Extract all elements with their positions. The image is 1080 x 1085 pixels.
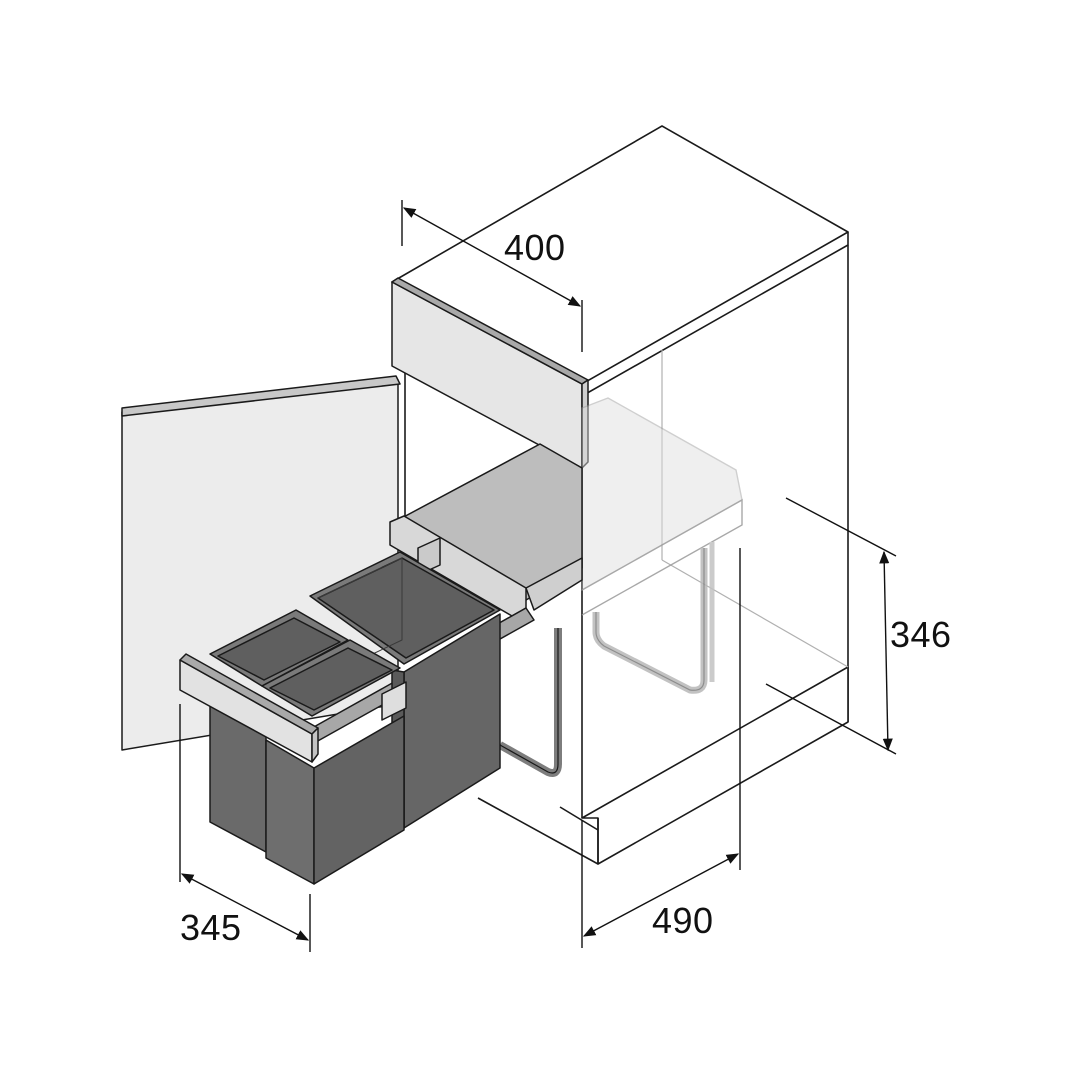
dimension-arrow-icon — [582, 853, 740, 937]
dimension-front-width-label: 345 — [180, 907, 242, 948]
ghost-frame — [581, 397, 743, 694]
front-handle — [179, 653, 407, 763]
bin-small-back — [209, 609, 349, 687]
cabinet-base-line — [477, 797, 599, 865]
dimension-arrow-icon — [180, 873, 310, 941]
bin-bodies — [209, 705, 405, 885]
cabinet — [391, 125, 849, 865]
cabinet-plinth — [581, 666, 849, 865]
dimension-arrow-icon — [402, 207, 582, 307]
dimension-height-label: 346 — [890, 614, 952, 655]
dimension-depth-label: 490 — [652, 900, 714, 941]
dimension-width-label: 400 — [504, 227, 566, 268]
door-panel — [121, 375, 401, 751]
bin-small-front — [261, 639, 401, 717]
dimension-arrow-icon — [879, 550, 893, 752]
dimension-lines — [179, 200, 897, 952]
